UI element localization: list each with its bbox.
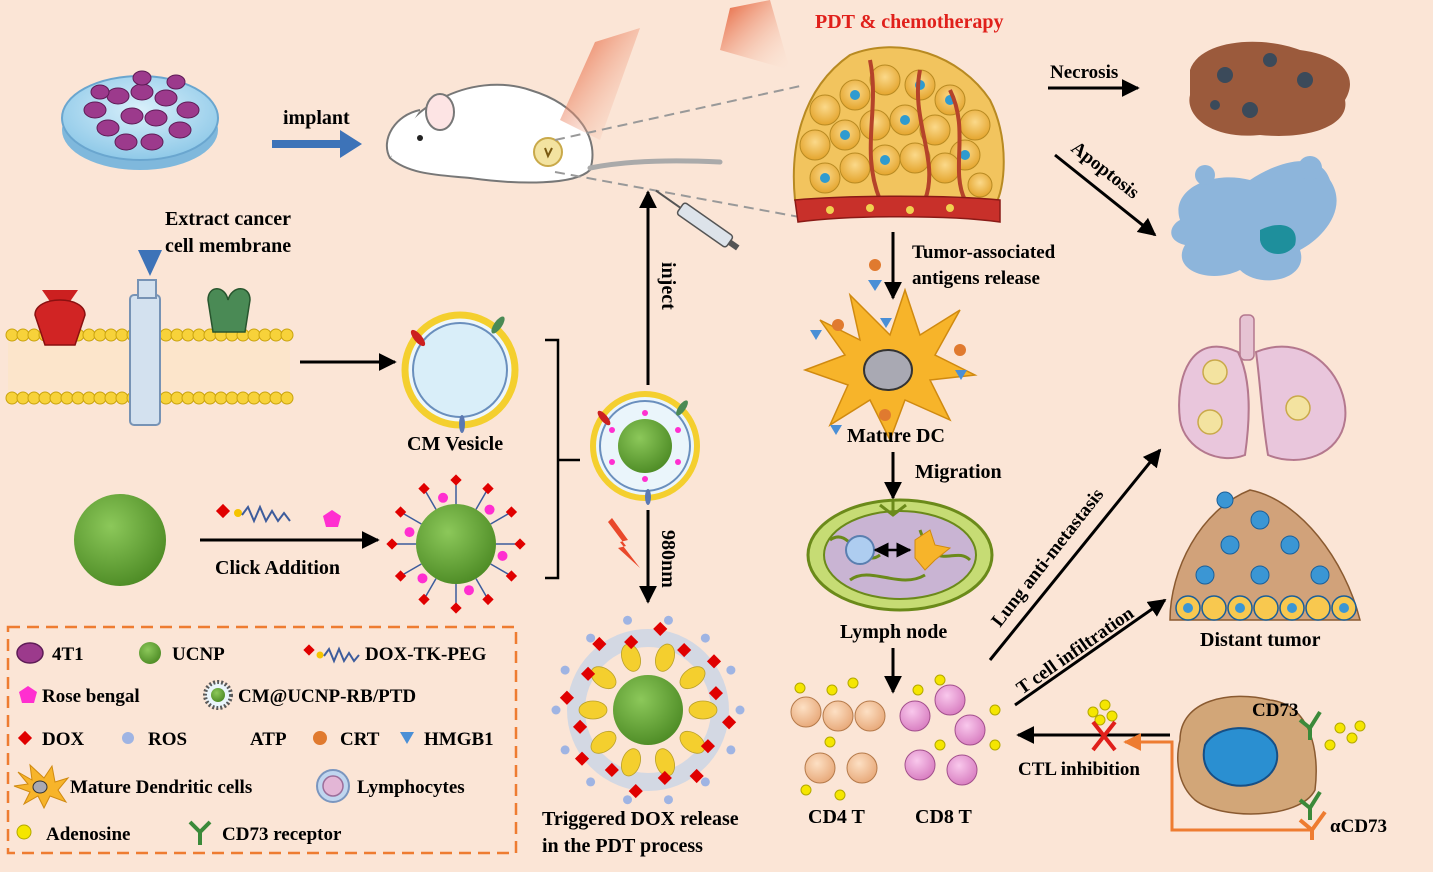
petri-dish-icon (61, 70, 219, 170)
implant-label: implant (283, 107, 350, 129)
cd4-t-cells-icon (790, 677, 886, 801)
ucnp-sphere-icon (74, 494, 166, 586)
legend-mature-dc: Mature Dendritic cells (70, 777, 252, 798)
functionalized-ucnp-icon (386, 474, 526, 614)
y-receptor-icon (188, 820, 212, 845)
legend-ucnp: UCNP (172, 644, 225, 665)
anti-cd73-label: αCD73 (1330, 816, 1387, 837)
zoom-line-top (554, 84, 806, 141)
tumor-cell-4t1-icon (16, 642, 44, 664)
orange-dot-icon (313, 731, 327, 745)
legend-box: 4T1 UCNP DOX-TK-PEG Rose bengal CM@UCNP-… (6, 625, 518, 855)
legend-dox: DOX (42, 729, 85, 750)
rose-bengal-icon (323, 510, 341, 527)
apoptotic-cell-icon (1171, 156, 1337, 281)
legend-lymphocytes: Lymphocytes (357, 777, 465, 798)
legend-dox-tk-peg: DOX-TK-PEG (365, 644, 487, 665)
blue-down-arrow (138, 195, 162, 276)
dox-release-label-2: in the PDT process (542, 835, 703, 857)
cm-ucnp-rb-ptd-icon (590, 391, 700, 505)
blue-triangle-icon (400, 732, 414, 744)
blue-dot-icon (122, 732, 134, 744)
taa-label-2: antigens release (912, 268, 1040, 289)
cm-vesicle-icon (401, 311, 519, 433)
cell-membrane-bilayer-icon (5, 279, 294, 426)
dox-release-particle-icon (551, 615, 745, 805)
red-diamond-icon (17, 730, 33, 746)
dendritic-cell-icon (13, 763, 70, 810)
legend-atp: ATP (250, 729, 287, 750)
acd73-feedback-line (1123, 733, 1310, 832)
purple-crescent-icon (222, 728, 232, 748)
syringe-icon (655, 189, 740, 251)
light-beam-1 (560, 28, 640, 140)
legend-rose-bengal: Rose bengal (42, 686, 140, 707)
980nm-label: 980nm (657, 530, 679, 588)
legend-4t1: 4T1 (52, 644, 84, 665)
lung-icon (1178, 314, 1347, 461)
tumor-cell-cd73-icon (1177, 695, 1327, 840)
zoom-line-bottom (554, 171, 806, 219)
cross-icon (1091, 720, 1117, 752)
cd8-label: CD8 T (915, 806, 973, 828)
t-cell-infiltration-label: T cell infiltration (1013, 603, 1138, 700)
apoptosis-arrow (1054, 153, 1157, 237)
blue-implant-arrow (272, 130, 362, 158)
light-beam-2 (720, 0, 790, 70)
necrotic-cell-icon (1189, 41, 1350, 136)
cd4-label: CD4 T (808, 806, 866, 828)
mature-dc-label: Mature DC (847, 425, 945, 447)
combine-bracket (545, 338, 580, 580)
inject-label: inject (657, 262, 679, 310)
atp-icon-1 (869, 232, 878, 250)
extract-label-2: cell membrane (165, 235, 291, 257)
lightning-icon (608, 518, 640, 568)
legend-ros: ROS (148, 729, 187, 750)
pdt-chemo-label: PDT & chemotherapy (815, 11, 1004, 33)
legend-cd73-receptor: CD73 receptor (222, 824, 342, 845)
click-addition-label: Click Addition (215, 557, 340, 579)
lymph-node-label: Lymph node (840, 621, 947, 643)
cm-vesicle-label: CM Vesicle (407, 433, 503, 455)
migration-label: Migration (915, 461, 1002, 483)
nanoparticle-icon (203, 680, 233, 710)
lymph-node-icon (806, 498, 994, 612)
adenosine-cluster-icon (1087, 699, 1118, 726)
t-cell-infiltration-arrow (1014, 598, 1167, 707)
tumor-tissue-icon (792, 46, 1005, 223)
cd8-t-cells-icon (899, 674, 1001, 786)
mature-dendritic-cell-icon (802, 287, 978, 442)
necrosis-label: Necrosis (1050, 62, 1118, 83)
distant-tumor-label: Distant tumor (1200, 629, 1321, 651)
extract-label-1: Extract cancer (165, 208, 291, 230)
legend-crt: CRT (340, 729, 380, 750)
legend-adenosine: Adenosine (46, 824, 130, 845)
cd73-label: CD73 (1252, 700, 1298, 721)
mouse-icon (385, 83, 723, 184)
lung-antimetastasis-arrow (988, 448, 1162, 661)
atp-cluster-icon (1303, 682, 1348, 700)
hmgb1-icon-1 (868, 280, 882, 291)
dox-tk-peg-reagent-icon (215, 503, 291, 524)
yellow-dot-icon (16, 824, 32, 840)
dox-release-label-1: Triggered DOX release (542, 808, 739, 830)
lung-antimetastasis-label: Lung anti-metastasis (987, 485, 1108, 631)
taa-label-1: Tumor-associated (912, 242, 1056, 263)
legend-hmgb1: HMGB1 (424, 729, 494, 750)
lymphocyte-icon (316, 769, 350, 803)
legend-cm-ucnp: CM@UCNP-RB/PTD (238, 686, 416, 707)
crt-icon-1 (869, 259, 881, 271)
ucnp-sphere-legend-icon (139, 642, 161, 664)
adenosine-cd73-icon (1324, 720, 1366, 751)
ctl-inhibition-label: CTL inhibition (1018, 759, 1140, 780)
pentagon-icon (19, 686, 37, 703)
distant-tumor-icon (1169, 489, 1361, 621)
dox-tk-peg-icon (303, 644, 360, 664)
